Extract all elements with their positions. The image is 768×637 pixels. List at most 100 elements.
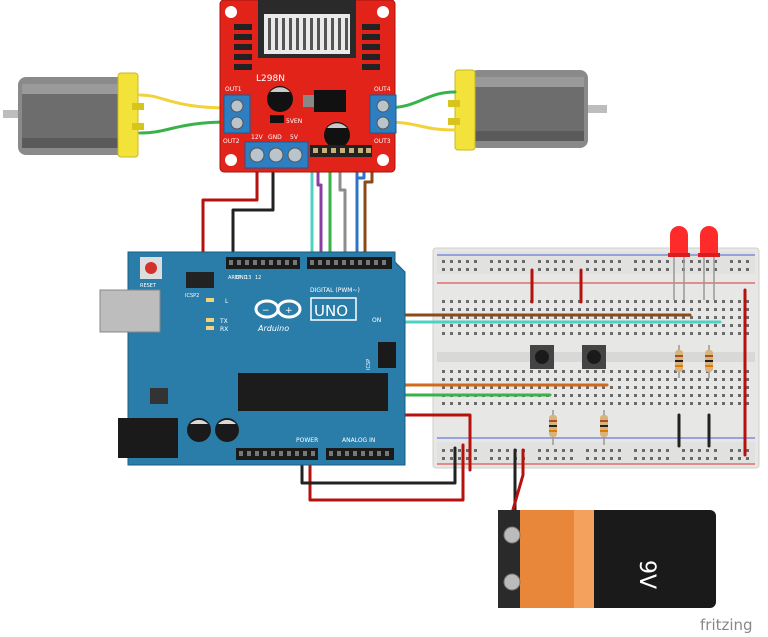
breadboard-hole bbox=[578, 308, 581, 311]
breadboard-hole bbox=[714, 332, 717, 335]
breadboard-hole bbox=[666, 370, 669, 373]
breadboard-hole bbox=[538, 324, 541, 327]
breadboard-hole bbox=[706, 268, 709, 271]
breadboard-hole bbox=[466, 300, 469, 303]
breadboard-hole bbox=[674, 394, 677, 397]
breadboard-hole bbox=[594, 260, 597, 263]
breadboard-hole bbox=[466, 457, 469, 460]
breadboard-hole bbox=[490, 370, 493, 373]
breadboard-hole bbox=[506, 332, 509, 335]
breadboard-hole bbox=[490, 449, 493, 452]
breadboard-hole bbox=[610, 300, 613, 303]
breadboard-hole bbox=[586, 386, 589, 389]
breadboard-hole bbox=[746, 332, 749, 335]
breadboard-hole bbox=[634, 308, 637, 311]
breadboard-hole bbox=[442, 308, 445, 311]
breadboard-hole bbox=[562, 370, 565, 373]
header-hole bbox=[329, 451, 333, 456]
breadboard-hole bbox=[690, 386, 693, 389]
breadboard-hole bbox=[642, 316, 645, 319]
breadboard-hole bbox=[506, 268, 509, 271]
header-hole bbox=[285, 260, 289, 265]
motor-left-wire-green bbox=[138, 120, 232, 135]
arduino-reset-label: RESET bbox=[140, 283, 157, 289]
breadboard-hole bbox=[706, 378, 709, 381]
breadboard-hole bbox=[442, 386, 445, 389]
breadboard-hole bbox=[626, 394, 629, 397]
wire-gnd-black bbox=[231, 168, 275, 264]
breadboard-hole bbox=[498, 268, 501, 271]
breadboard-hole bbox=[530, 370, 533, 373]
breadboard-hole bbox=[554, 378, 557, 381]
header-hole bbox=[350, 260, 354, 265]
breadboard-hole bbox=[738, 260, 741, 263]
breadboard-hole bbox=[722, 378, 725, 381]
breadboard-hole bbox=[618, 332, 621, 335]
breadboard-hole bbox=[482, 300, 485, 303]
breadboard-hole bbox=[498, 386, 501, 389]
heatsink-fin bbox=[345, 18, 348, 50]
breadboard-hole bbox=[642, 394, 645, 397]
breadboard-hole bbox=[458, 308, 461, 311]
breadboard-hole bbox=[554, 394, 557, 397]
header-hole bbox=[229, 260, 233, 265]
breadboard-hole bbox=[498, 378, 501, 381]
header-hole bbox=[303, 451, 307, 456]
breadboard-hole bbox=[706, 449, 709, 452]
breadboard-hole bbox=[674, 316, 677, 319]
breadboard-hole bbox=[634, 332, 637, 335]
heatsink-fin bbox=[303, 18, 306, 50]
breadboard-hole bbox=[626, 300, 629, 303]
header-hole bbox=[334, 260, 338, 265]
breadboard-hole bbox=[570, 394, 573, 397]
breadboard-hole bbox=[698, 308, 701, 311]
breadboard-hole bbox=[466, 386, 469, 389]
driver-en-label: 5VEN bbox=[286, 118, 302, 125]
breadboard-hole bbox=[506, 457, 509, 460]
breadboard-hole bbox=[682, 324, 685, 327]
breadboard-hole bbox=[714, 402, 717, 405]
breadboard-hole bbox=[658, 332, 661, 335]
breadboard-hole bbox=[530, 386, 533, 389]
breadboard-hole bbox=[714, 394, 717, 397]
heatsink-fin bbox=[282, 18, 285, 50]
breadboard-hole bbox=[466, 316, 469, 319]
arduino-pin13-label: 13 bbox=[245, 275, 251, 281]
breadboard-hole bbox=[634, 324, 637, 327]
breadboard-hole bbox=[522, 386, 525, 389]
breadboard-hole bbox=[642, 457, 645, 460]
breadboard-hole bbox=[570, 324, 573, 327]
svg-text:−: − bbox=[262, 306, 270, 316]
heatsink-fin bbox=[289, 18, 292, 50]
breadboard-hole bbox=[450, 324, 453, 327]
breadboard-hole bbox=[682, 457, 685, 460]
breadboard-hole bbox=[522, 308, 525, 311]
resistor-1 bbox=[675, 345, 683, 378]
breadboard-hole bbox=[650, 332, 653, 335]
breadboard-hole bbox=[610, 394, 613, 397]
breadboard-hole bbox=[546, 308, 549, 311]
breadboard-hole bbox=[450, 332, 453, 335]
breadboard-hole bbox=[570, 402, 573, 405]
breadboard-hole bbox=[586, 260, 589, 263]
breadboard-hole bbox=[442, 260, 445, 263]
breadboard-hole bbox=[722, 386, 725, 389]
breadboard-hole bbox=[474, 260, 477, 263]
breadboard-hole bbox=[554, 370, 557, 373]
breadboard-hole bbox=[602, 308, 605, 311]
breadboard-hole bbox=[650, 324, 653, 327]
breadboard-hole bbox=[674, 300, 677, 303]
breadboard-hole bbox=[666, 378, 669, 381]
breadboard-hole bbox=[618, 316, 621, 319]
breadboard-hole bbox=[602, 370, 605, 373]
header-hole bbox=[261, 260, 265, 265]
motor-right bbox=[448, 69, 607, 151]
breadboard-hole bbox=[538, 449, 541, 452]
breadboard-hole bbox=[506, 316, 509, 319]
breadboard-hole bbox=[450, 300, 453, 303]
breadboard-hole bbox=[658, 394, 661, 397]
breadboard-hole bbox=[466, 308, 469, 311]
breadboard-hole bbox=[458, 332, 461, 335]
breadboard-hole bbox=[474, 402, 477, 405]
breadboard-hole bbox=[610, 260, 613, 263]
